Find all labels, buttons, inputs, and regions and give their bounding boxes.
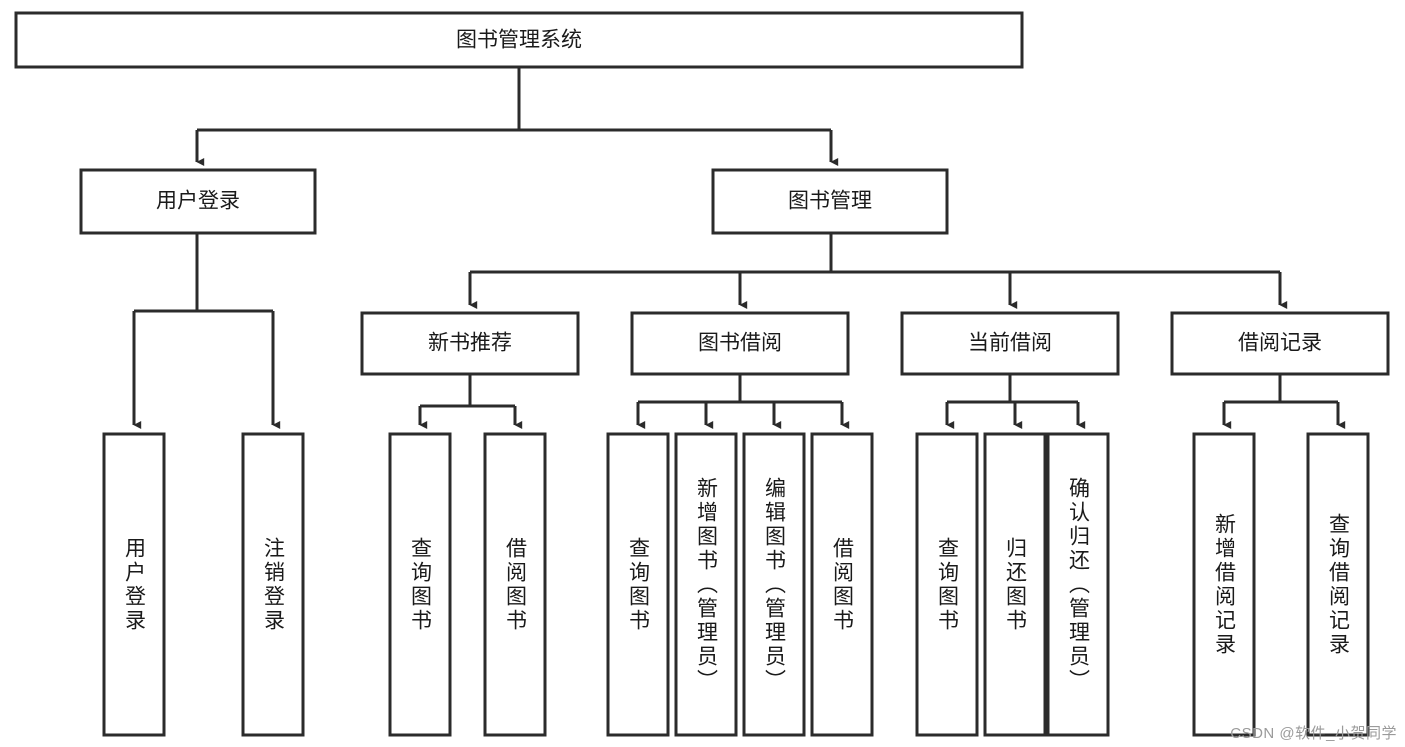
leaf-box-add-book[interactable] bbox=[674, 432, 738, 737]
node-borrow-record-label: 借阅记录 bbox=[1238, 332, 1322, 355]
leaf-box-logout-login[interactable] bbox=[241, 432, 305, 737]
leaf-box-query-book-1[interactable] bbox=[388, 432, 452, 737]
leaf-box-query-record[interactable] bbox=[1306, 432, 1370, 737]
leaf-box-query-book-2[interactable] bbox=[606, 432, 670, 737]
node-current-borrow[interactable]: 当前借阅 bbox=[900, 311, 1120, 376]
node-root[interactable]: 图书管理系统 bbox=[14, 11, 1024, 69]
connectors-user-login bbox=[132, 233, 281, 429]
leaf-box-borrow-book-1[interactable] bbox=[483, 432, 547, 737]
leaf-boxes bbox=[102, 432, 1370, 737]
leaf-box-user-login[interactable] bbox=[102, 432, 166, 737]
leaf-box-query-book-3[interactable] bbox=[915, 432, 979, 737]
node-book-borrow[interactable]: 图书借阅 bbox=[630, 311, 850, 376]
node-new-book-rec-label: 新书推荐 bbox=[428, 332, 512, 355]
node-book-manage[interactable]: 图书管理 bbox=[711, 168, 949, 235]
connectors-book-borrow bbox=[636, 374, 850, 429]
node-current-borrow-label: 当前借阅 bbox=[968, 332, 1052, 355]
node-root-label: 图书管理系统 bbox=[456, 29, 582, 52]
connectors-new-book-rec bbox=[418, 374, 523, 429]
leaf-box-return-book[interactable] bbox=[983, 432, 1047, 737]
node-user-login-label: 用户登录 bbox=[156, 190, 240, 213]
connectors-root bbox=[195, 67, 839, 166]
connectors-current-borrow bbox=[945, 374, 1086, 429]
leaf-box-borrow-book-2[interactable] bbox=[810, 432, 874, 737]
node-borrow-record[interactable]: 借阅记录 bbox=[1170, 311, 1390, 376]
leaf-box-confirm-return[interactable] bbox=[1046, 432, 1110, 737]
leaf-box-edit-book[interactable] bbox=[742, 432, 806, 737]
watermark: CSDN @软件_小贺同学 bbox=[1230, 725, 1397, 742]
node-user-login[interactable]: 用户登录 bbox=[79, 168, 317, 235]
node-new-book-rec[interactable]: 新书推荐 bbox=[360, 311, 580, 376]
connectors-book-manage bbox=[468, 233, 1288, 309]
node-book-manage-label: 图书管理 bbox=[788, 190, 872, 213]
connectors-borrow-record bbox=[1222, 374, 1346, 429]
node-book-borrow-label: 图书借阅 bbox=[698, 332, 782, 355]
leaf-box-add-record[interactable] bbox=[1192, 432, 1256, 737]
